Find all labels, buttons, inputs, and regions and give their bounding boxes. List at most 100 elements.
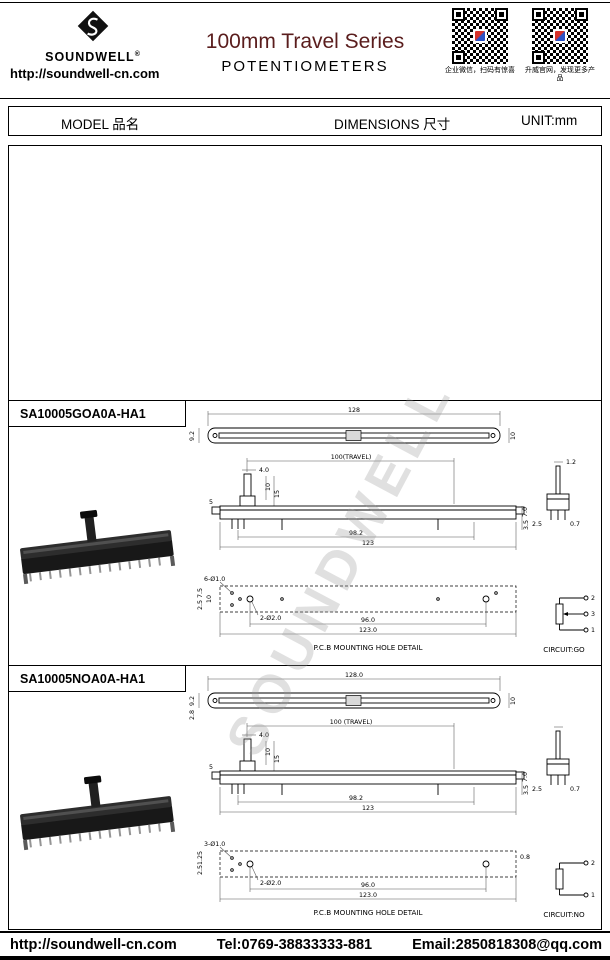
dim-label: 5 [209, 499, 213, 506]
dim-label: 2-Ø2.0 [260, 614, 281, 622]
footer-rule [0, 931, 610, 933]
pin-label: 1 [591, 627, 595, 634]
circuit-diagram: 2 3 1 CIRCUIT:GO [543, 595, 595, 654]
soundwell-logo-icon [77, 10, 109, 42]
pcb-detail: 6-Ø1.0 2-Ø2.0 7.5 2.5 10 96.0 123.0 P.C.… [197, 575, 517, 652]
dim-label: 2.8 [189, 710, 196, 720]
page-subtitle: POTENTIOMETERS [221, 58, 389, 75]
pcb-caption: P.C.B MOUNTING HOLE DETAIL [313, 908, 422, 917]
section-divider-2 [8, 665, 602, 666]
model-number: SA10005GOA0A-HA1 [20, 407, 146, 421]
model-number: SA10005NOA0A-HA1 [20, 672, 146, 686]
qr-logo-icon [473, 29, 487, 43]
dimension-drawing-1: 128 9.2 10 100(TRAVEL) 4.0 10 15 5 [189, 407, 595, 654]
brand-block: SOUNDWELL® [18, 8, 168, 64]
dim-label: 123.0 [359, 892, 377, 899]
table-header-row: MODEL 品名 DIMENSIONS 尺寸 UNIT:mm [8, 106, 602, 136]
dim-label: 123.0 [359, 627, 377, 634]
qr-code-website [531, 7, 589, 65]
dim-label: 10 [265, 483, 272, 491]
dim-label: 7.0 [522, 507, 529, 517]
qr-finder-icon [452, 8, 465, 21]
dim-label: 100(TRAVEL) [331, 454, 372, 461]
side-view: 1.2 2.5 0.7 [532, 459, 580, 528]
dim-label: 3.5 [523, 520, 530, 530]
footer: http://soundwell-cn.com Tel:0769-3883333… [10, 937, 602, 953]
dimension-drawing-2: 128.0 9.2 2.8 10 100 (TRAVEL) 4.0 10 15 … [189, 672, 595, 919]
qr-logo-icon [553, 29, 567, 43]
dim-label: 10 [510, 697, 517, 705]
dim-label: 10 [510, 432, 517, 440]
dim-label: 2-Ø2.0 [260, 879, 281, 887]
dim-label: 15 [274, 490, 281, 498]
pin-label: 3 [591, 611, 595, 618]
dim-label: 0.8 [520, 854, 530, 861]
page-title: 100mm Travel Series [205, 30, 405, 53]
qr-finder-icon [495, 8, 508, 21]
dim-label: 0.7 [570, 786, 580, 793]
pcb-caption: P.C.B MOUNTING HOLE DETAIL [313, 643, 422, 652]
pin-label: 1 [591, 892, 595, 899]
footer-url: http://soundwell-cn.com [10, 937, 177, 953]
dim-label: 2.5 [197, 600, 204, 610]
col-unit: UNIT:mm [521, 113, 578, 128]
registered-mark: ® [134, 50, 141, 58]
circuit-label: CIRCUIT:NO [543, 910, 585, 919]
dim-label: 9.2 [189, 431, 196, 441]
pin-label: 2 [591, 595, 595, 602]
product-photo-1 [20, 509, 176, 585]
top-view: 128 9.2 10 [189, 407, 517, 444]
qr-finder-icon [532, 51, 545, 64]
qr-wechat-caption: 企业微信，扫码有惊喜 [445, 67, 515, 74]
dim-label: 15 [274, 755, 281, 763]
dim-label: 5 [209, 764, 213, 771]
footer-tel: Tel:0769-38833333-881 [216, 937, 373, 953]
header-rule [0, 98, 610, 99]
dim-label: 123 [362, 540, 374, 547]
dim-label: 0.7 [570, 521, 580, 528]
footer-email: Email:2850818308@qq.com [412, 937, 602, 953]
top-view: 128.0 9.2 2.8 10 [189, 672, 517, 720]
qr-finder-icon [452, 51, 465, 64]
circuit-label: CIRCUIT:GO [543, 645, 585, 654]
dim-label: 9.2 [189, 696, 196, 706]
product-photo-2 [20, 775, 176, 851]
front-view: 100(TRAVEL) 4.0 10 15 5 7.0 3.5 98.2 123 [209, 454, 530, 550]
content-frame [8, 145, 602, 930]
qr-finder-icon [532, 8, 545, 21]
dim-label: 128.0 [345, 672, 363, 679]
top-rule [0, 2, 610, 3]
dim-label: 2.5 [532, 786, 542, 793]
col-model: MODEL 品名 [61, 117, 140, 132]
dim-label: 96.0 [361, 617, 375, 624]
dim-label: 2.5 [197, 865, 204, 875]
header: SOUNDWELL® http://soundwell-cn.com 100mm… [0, 4, 610, 98]
dim-label: 98.2 [349, 530, 363, 537]
dim-label: 2.5 [532, 521, 542, 528]
dim-label: 98.2 [349, 795, 363, 802]
brand-text: SOUNDWELL [45, 50, 135, 64]
dim-label: 100 (TRAVEL) [330, 719, 373, 726]
side-view: 2.5 0.7 [532, 726, 580, 793]
dim-label: 96.0 [361, 882, 375, 889]
dim-label: 10 [206, 595, 213, 603]
qr-code-wechat [451, 7, 509, 65]
dim-label: 3-Ø1.0 [204, 840, 225, 848]
brand-name: SOUNDWELL® [18, 50, 168, 64]
dim-label: 128 [348, 407, 360, 414]
dim-label: 10 [265, 748, 272, 756]
qr-finder-icon [575, 8, 588, 21]
dim-label: 7.0 [522, 772, 529, 782]
dim-label: 3.5 [523, 785, 530, 795]
header-url: http://soundwell-cn.com [10, 66, 160, 81]
pin-label: 2 [591, 860, 595, 867]
dim-label: 4.0 [259, 467, 269, 474]
dim-label: 1.2 [566, 459, 576, 466]
bottom-bar [0, 956, 610, 960]
dim-label: 123 [362, 805, 374, 812]
pcb-detail: 3-Ø1.0 2-Ø2.0 1.25 2.5 0.8 96.0 123.0 P.… [197, 840, 530, 917]
front-view: 100 (TRAVEL) 4.0 10 15 5 7.0 3.5 98.2 12… [209, 719, 530, 815]
section-divider-1 [8, 400, 602, 401]
col-dimensions: DIMENSIONS 尺寸 [334, 117, 451, 132]
dim-label: 7.5 [197, 588, 204, 598]
